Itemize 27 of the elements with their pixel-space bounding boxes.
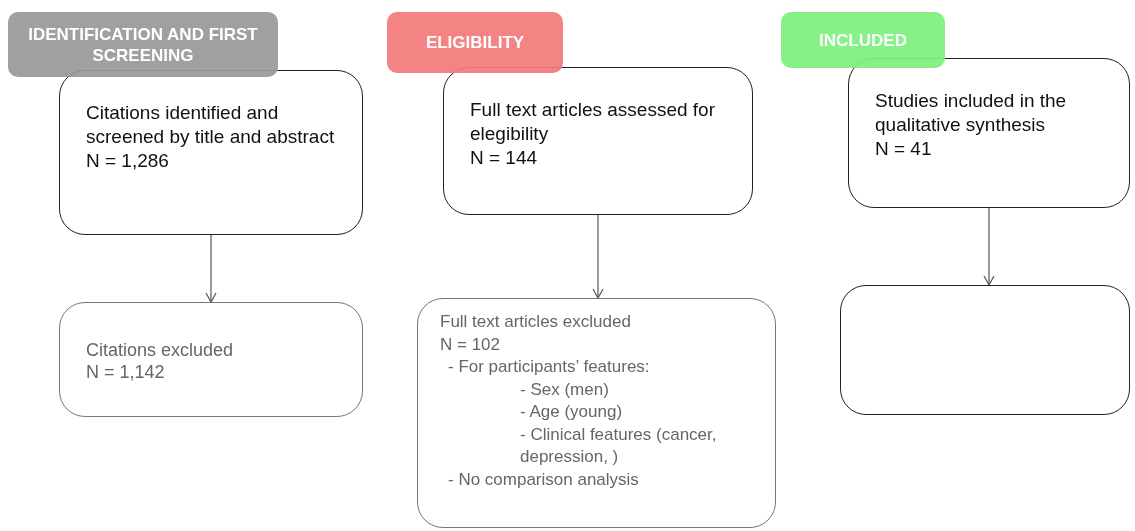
count-text: N = 1,142 [86,361,166,383]
arrow [983,207,995,286]
box-text: Studies included in the qualitative synthesis [875,89,1068,137]
stage-header: INCLUDED [781,12,945,68]
list-item: - Clinical features (cancer, depression, ) [519,423,718,468]
stage-header: ELIGIBILITY [387,12,563,73]
process-box [59,302,363,417]
count-text: N = 1,286 [86,149,170,173]
process-box [417,298,776,528]
count-text: N = 102 [440,333,501,356]
count-text: N = 144 [470,146,539,170]
box-text: Citations excluded [86,339,235,361]
box-text: Full text articles assessed for elegibility [470,98,716,146]
count-text: N = 41 [875,137,933,161]
process-box [848,58,1130,208]
arrow [205,234,217,303]
list-item: - No comparison analysis [447,468,640,491]
process-box [59,70,363,235]
box-text: Full text articles excluded [440,311,632,333]
process-box [443,67,753,215]
list-item: - Age (young) [519,401,624,423]
list-item: - For participants’ features: [447,356,651,378]
box-text: Citations identified and screened by title and abstract [86,101,336,149]
arrow [592,214,604,299]
stage-header: IDENTIFICATION AND FIRST SCREENING [8,12,278,77]
list-item: - Sex (men) [519,378,610,401]
empty-box [840,285,1130,415]
